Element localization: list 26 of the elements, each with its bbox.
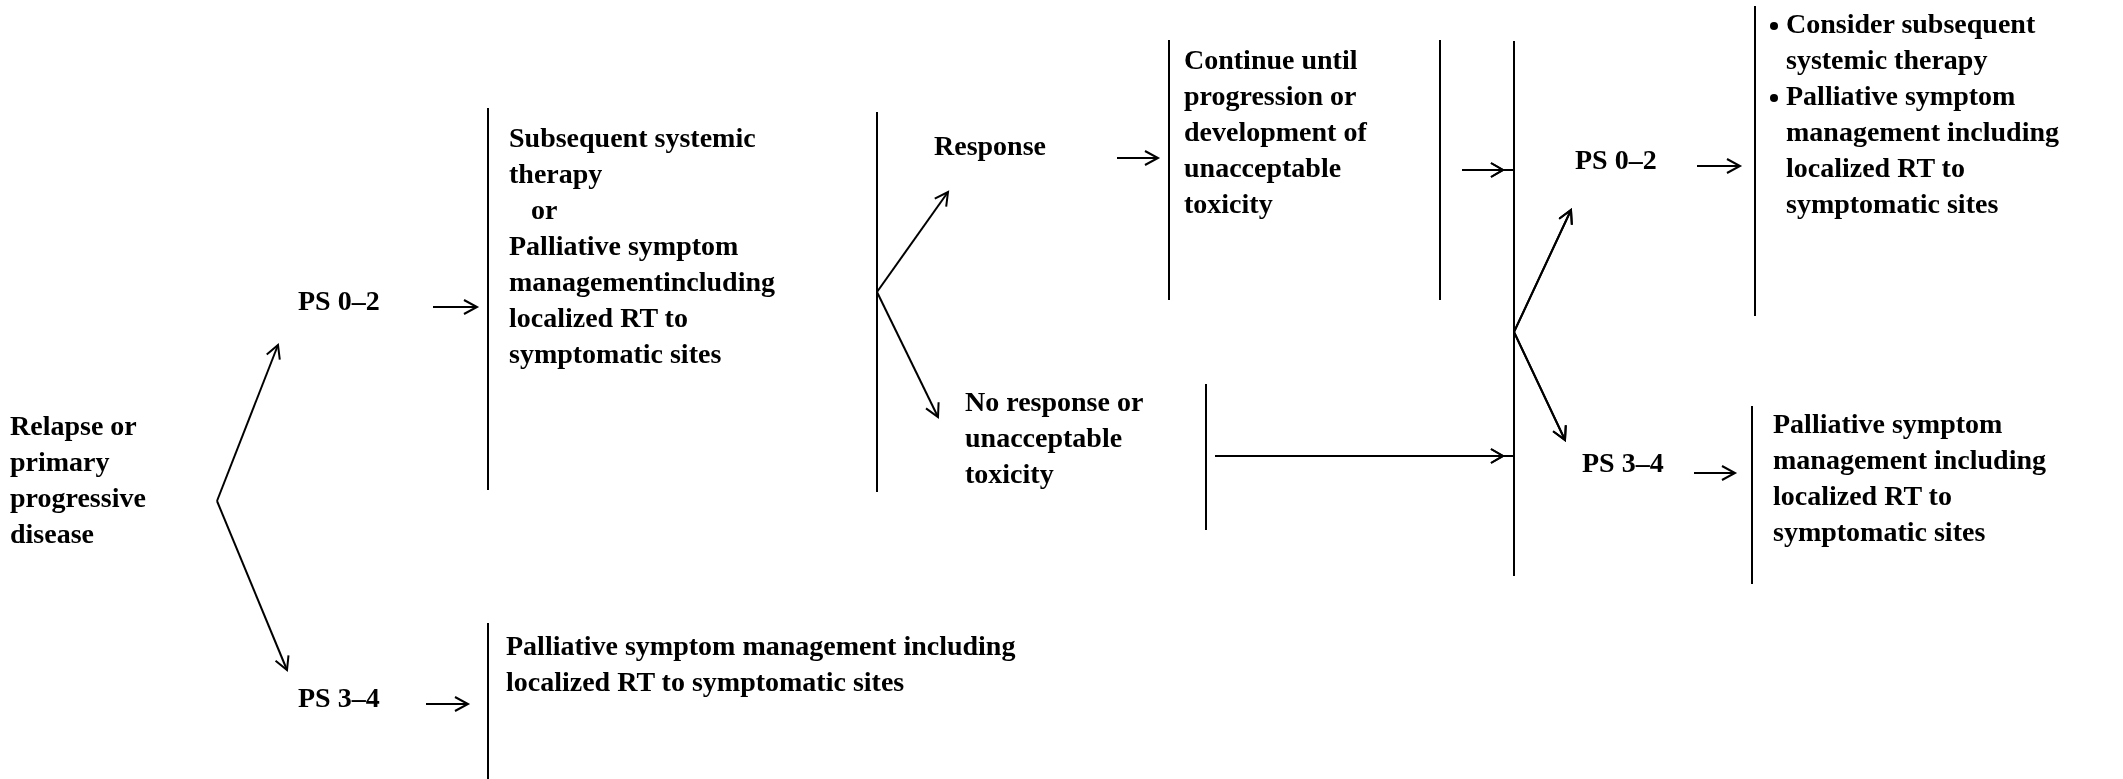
node-text: Consider subsequent systemic therapy bbox=[1786, 7, 2037, 77]
node-text: Palliative symptom managementincluding localized RT to symptomatic sites bbox=[509, 229, 777, 371]
node-text: Palliative symptom management including localized RT to symptomatic sites bbox=[506, 629, 1017, 699]
arrow bbox=[1214, 331, 1567, 464]
node-text: Response bbox=[934, 129, 1046, 163]
arrow bbox=[216, 500, 290, 671]
bracket-box bbox=[965, 384, 1207, 530]
node-text: Relapse or primary progressive disease bbox=[10, 409, 147, 551]
node-text: No response or unacceptable toxicity bbox=[965, 385, 1144, 491]
arrow bbox=[432, 299, 478, 315]
arrow bbox=[425, 696, 469, 712]
arrow bbox=[876, 291, 940, 418]
arrow bbox=[216, 344, 281, 502]
node-text: PS 0–2 bbox=[1575, 143, 1657, 177]
node-text: PS 3–4 bbox=[1582, 446, 1664, 480]
node-text: Palliative symptom management including localized RT to symptomatic sites bbox=[1773, 407, 2048, 549]
node-text: Continue until progression or development of unacceptable toxicity bbox=[1184, 43, 1368, 221]
arrow bbox=[876, 191, 949, 293]
node-text: or bbox=[530, 193, 558, 227]
node-text: Palliative symptom management including localized RT to symptomatic sites bbox=[1786, 79, 2061, 221]
arrow bbox=[1696, 158, 1741, 174]
bracket-box bbox=[1168, 40, 1441, 300]
arrow bbox=[1693, 465, 1736, 481]
node-text: PS 3–4 bbox=[298, 681, 380, 715]
node-text: PS 0–2 bbox=[298, 284, 380, 318]
arrow bbox=[1116, 150, 1159, 166]
